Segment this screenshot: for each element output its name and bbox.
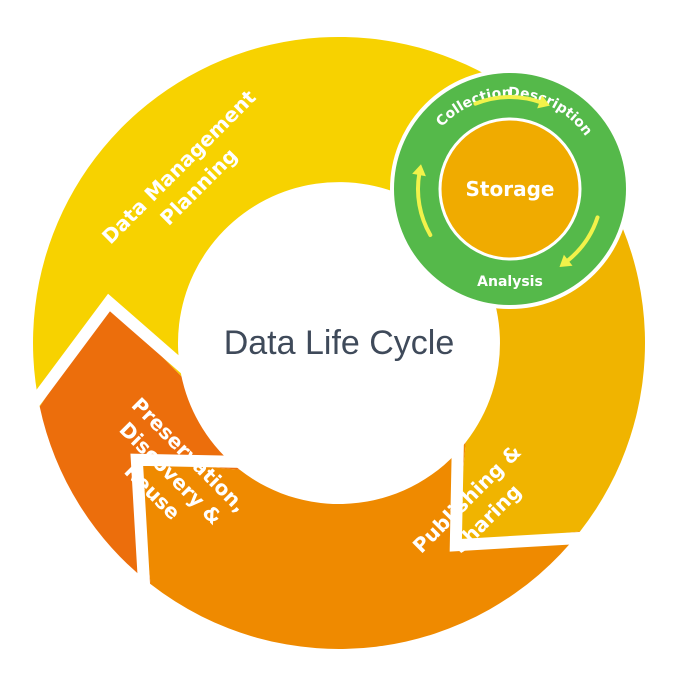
arrowhead-icon: [412, 164, 426, 177]
arrow-description-to-analysis-icon: [564, 215, 600, 264]
center-title: Data Life Cycle: [224, 324, 455, 362]
segment-separator: [449, 435, 589, 552]
segment-separator: [130, 453, 247, 593]
inner-step-analysis-label: Analysis: [477, 274, 543, 290]
storage-core: [438, 117, 582, 261]
segment-separator: [25, 293, 196, 413]
segment-preservation-discovery-reuse: [39, 302, 240, 585]
arrowhead-icon: [537, 95, 550, 109]
arrowhead-icon: [559, 254, 573, 267]
arrow-analysis-to-collection-icon: [416, 171, 433, 237]
arrow-collection-to-description-icon: [473, 94, 544, 106]
storage-label: Storage: [466, 177, 555, 201]
inner-cycle-arrows: [412, 94, 600, 267]
segment-publishing-sharing: [136, 442, 581, 649]
